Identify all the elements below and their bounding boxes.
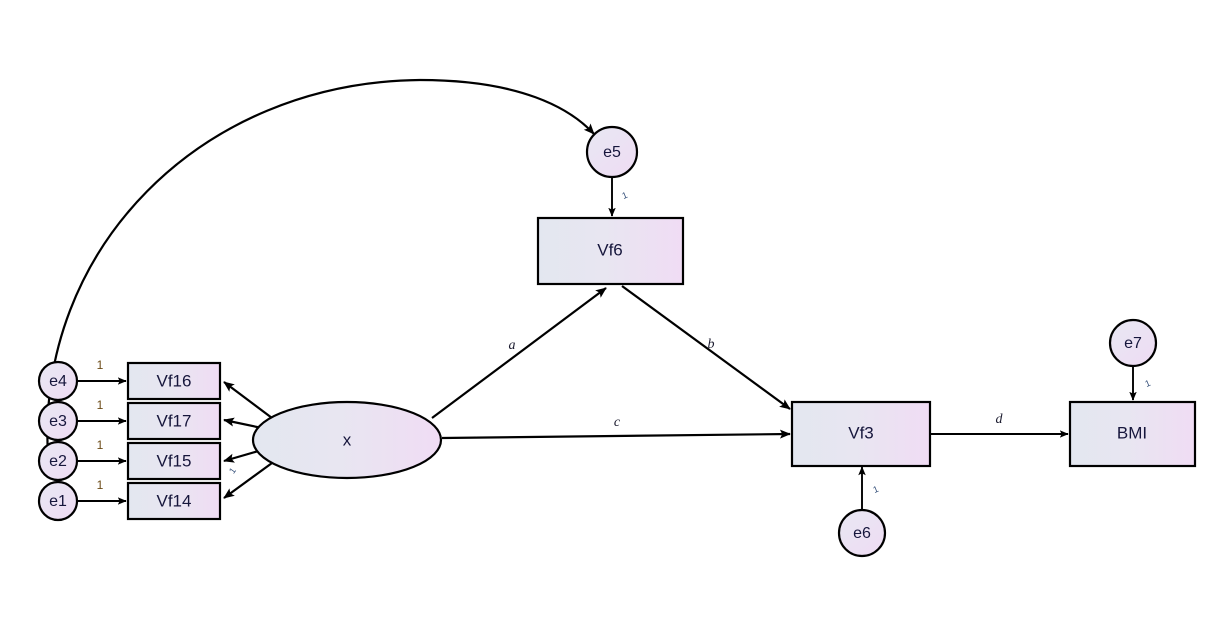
edge-x-to-vf17: [223, 417, 263, 430]
edge-x-to-vf3-path-c: c: [441, 415, 791, 440]
edge-e5-to-vf6: 1: [608, 178, 629, 217]
node-e3[interactable]: e3: [37, 400, 79, 442]
node-e5-label: e5: [603, 144, 621, 161]
fixed-loading-e5: 1: [621, 190, 629, 201]
fixed-loading-e1: 1: [97, 478, 104, 492]
node-e2-label: e2: [49, 453, 67, 470]
edge-x-to-vf14: [223, 462, 273, 499]
node-e5[interactable]: e5: [585, 125, 639, 179]
edge-x-to-vf15: 1: [223, 448, 263, 476]
fixed-loading-e7: 1: [1144, 378, 1152, 389]
node-vf17-label: Vf17: [157, 411, 192, 430]
node-e7-label: e7: [1124, 335, 1142, 352]
edge-x-to-vf16: [223, 381, 273, 419]
node-e3-label: e3: [49, 413, 67, 430]
node-bmi-label: BMI: [1117, 423, 1147, 442]
node-e6[interactable]: e6: [837, 508, 887, 558]
edge-e1-to-vf14: 1: [78, 478, 127, 505]
node-vf15-label: Vf15: [157, 451, 192, 470]
edge-e4-to-vf16: 1: [78, 358, 127, 385]
node-e4[interactable]: e4: [37, 360, 79, 402]
node-vf15[interactable]: Vf15: [126, 441, 222, 481]
node-vf14[interactable]: Vf14: [126, 481, 222, 521]
node-e2[interactable]: e2: [37, 440, 79, 482]
node-latent-x-label: x: [343, 430, 352, 449]
edge-e3-to-vf17: 1: [78, 398, 127, 425]
node-vf16-label: Vf16: [157, 371, 192, 390]
fixed-loading-e6: 1: [872, 484, 880, 495]
edge-vf6-to-vf3-path-b: b: [621, 285, 791, 410]
node-vf6-label: Vf6: [597, 240, 623, 259]
edge-x-to-vf6-path-a: a: [431, 287, 607, 419]
fixed-loading-x-vf15: 1: [227, 466, 238, 476]
edge-e6-to-vf3: 1: [858, 466, 880, 510]
node-e1[interactable]: e1: [37, 480, 79, 522]
node-bmi[interactable]: BMI: [1068, 400, 1197, 468]
node-e6-label: e6: [853, 525, 871, 542]
node-vf16[interactable]: Vf16: [126, 361, 222, 401]
fixed-loading-e4: 1: [97, 358, 104, 372]
node-e7[interactable]: e7: [1108, 318, 1158, 368]
node-vf6[interactable]: Vf6: [536, 216, 685, 286]
node-vf17[interactable]: Vf17: [126, 401, 222, 441]
fixed-loading-e2: 1: [97, 438, 104, 452]
edge-e2-to-e5-curve: [46, 78, 595, 456]
node-vf3[interactable]: Vf3: [790, 400, 932, 468]
node-latent-x[interactable]: x: [251, 400, 443, 480]
node-vf14-label: Vf14: [157, 491, 192, 510]
node-e4-label: e4: [49, 373, 67, 390]
path-label-a: a: [509, 338, 516, 353]
edge-vf3-to-bmi-path-d: d: [930, 412, 1069, 438]
fixed-loading-e3: 1: [97, 398, 104, 412]
path-label-b: b: [708, 337, 715, 352]
path-label-d: d: [996, 412, 1004, 427]
edge-e7-to-bmi: 1: [1129, 367, 1152, 401]
node-vf3-label: Vf3: [848, 423, 874, 442]
edge-e2-to-vf15: 1: [78, 438, 127, 465]
node-e1-label: e1: [49, 493, 67, 510]
path-label-c: c: [614, 415, 621, 430]
